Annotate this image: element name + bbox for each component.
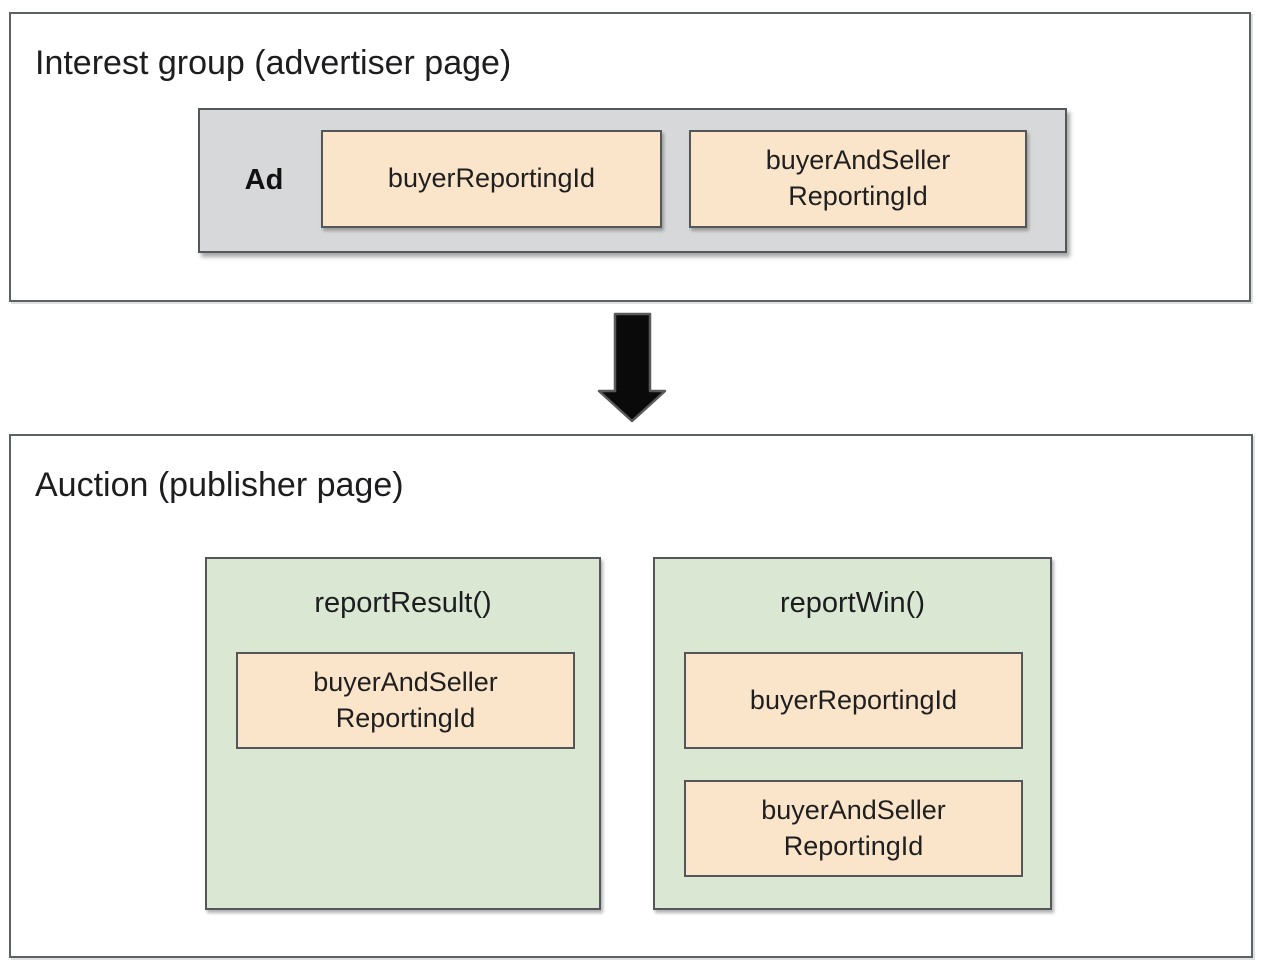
field-label: buyerAndSeller ReportingId	[313, 666, 498, 733]
ad-label: Ad	[244, 164, 284, 196]
field-buyer-and-seller-reporting-id: buyerAndSeller ReportingId	[689, 130, 1027, 228]
interest-group-panel: Interest group (advertiser page) Ad buye…	[9, 12, 1251, 302]
report-win-box: reportWin() buyerReportingId buyerAndSel…	[653, 557, 1052, 910]
field-label: buyerReportingId	[749, 684, 958, 715]
down-arrow-icon	[597, 311, 667, 425]
field-label: buyerAndSeller ReportingId	[761, 794, 946, 861]
auction-panel: Auction (publisher page) reportResult() …	[9, 434, 1253, 958]
auction-title: Auction (publisher page)	[35, 466, 404, 504]
field-label: buyerReportingId	[387, 163, 596, 194]
report-result-box: reportResult() buyerAndSeller ReportingI…	[205, 557, 601, 910]
field-buyer-and-seller-reporting-id: buyerAndSeller ReportingId	[236, 652, 575, 749]
report-win-label: reportWin()	[779, 587, 925, 619]
field-buyer-and-seller-reporting-id: buyerAndSeller ReportingId	[684, 780, 1023, 877]
interest-group-title: Interest group (advertiser page)	[35, 44, 512, 82]
field-buyer-reporting-id: buyerReportingId	[684, 652, 1023, 749]
ad-box: Ad buyerReportingId buyerAndSeller Repor…	[198, 108, 1067, 253]
field-buyer-reporting-id: buyerReportingId	[321, 130, 662, 228]
field-label: buyerAndSeller ReportingId	[765, 145, 951, 211]
report-result-label: reportResult()	[314, 587, 492, 619]
